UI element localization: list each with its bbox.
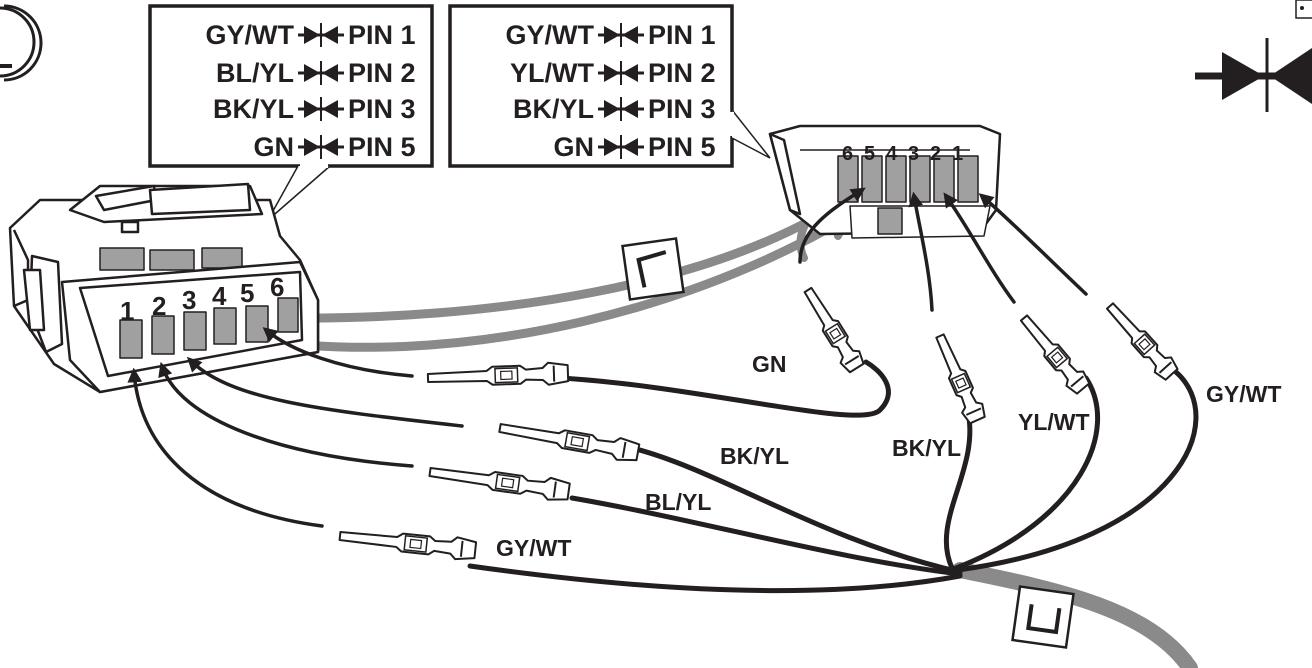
wire-label-gy-wt-right: GY/WT — [1206, 381, 1281, 407]
legend-pin-label: PIN 5 — [348, 132, 416, 162]
right-terminals — [803, 286, 1179, 425]
wire-label-bl-yl: BL/YL — [645, 489, 711, 515]
legend-left-row: GN PIN 5 — [254, 132, 416, 162]
legend-left-row: BL/YL PIN 2 — [216, 58, 416, 88]
legend-left-row: GY/WT PIN 1 — [206, 20, 416, 50]
legend-wire-name: GN — [554, 132, 595, 162]
crimp-terminal — [803, 286, 865, 374]
legend-left-row: BK/YL PIN 3 — [213, 94, 416, 124]
legend-left-rows: GY/WT PIN 1 BL/YL PIN 2 BK/YL PIN 3 GN PIN 5 — [206, 20, 416, 162]
legend-wire-name: GN — [254, 132, 295, 162]
arrow-yl-wt-right — [943, 192, 1016, 304]
legend-right-row: BK/YL PIN 3 — [513, 94, 716, 124]
legend-box-right — [448, 4, 771, 168]
partial-circle-icon — [0, 4, 43, 82]
left-terminals — [338, 361, 641, 561]
arrow-bl-yl-left — [158, 361, 414, 468]
right-pin-number: 1 — [952, 143, 963, 165]
legend-pin-label: PIN 1 — [648, 20, 716, 50]
right-connector-pin-numbers: 6 5 4 3 2 1 — [842, 143, 963, 165]
left-connector — [8, 182, 320, 394]
corner-bracket-icon — [621, 237, 685, 301]
wire-label-gn: GN — [752, 351, 787, 377]
crimp-terminal — [498, 423, 641, 462]
connect-symbol-icon — [598, 23, 644, 47]
connect-symbol-icon — [598, 97, 644, 121]
crimp-terminal — [426, 361, 570, 386]
legend-pin-label: PIN 2 — [348, 58, 416, 88]
legend-right-row: GY/WT PIN 1 — [506, 20, 716, 50]
crimp-terminal — [935, 333, 986, 425]
legend-wire-name: BK/YL — [213, 94, 294, 124]
right-pin-number: 6 — [842, 143, 853, 165]
right-connector — [768, 124, 1002, 239]
connect-symbol-icon — [298, 97, 344, 121]
black-wires — [467, 359, 1199, 594]
connect-symbol-icon — [298, 23, 344, 47]
legend-right-row: YL/WT PIN 2 — [510, 58, 716, 88]
corner-bracket-icon — [1011, 585, 1075, 649]
left-pin-number: 1 — [120, 296, 134, 326]
connect-symbol-icon — [598, 135, 644, 159]
arrow-gy-wt-left — [127, 367, 324, 528]
wire-label-gy-wt-left: GY/WT — [496, 535, 571, 561]
crimp-terminal — [428, 467, 571, 501]
right-pin-number: 3 — [908, 143, 919, 165]
legend-right-rows: GY/WT PIN 1 YL/WT PIN 2 BK/YL PIN 3 GN PIN 5 — [506, 20, 716, 162]
left-pin-number: 2 — [152, 291, 166, 321]
arrow-gy-wt-right — [978, 193, 1088, 296]
legend-wire-name: BL/YL — [216, 58, 294, 88]
left-pin-number: 4 — [212, 281, 227, 311]
left-connector-pin-numbers: 1 2 3 4 5 6 — [120, 272, 284, 326]
connect-symbol-icon — [298, 135, 344, 159]
legend-wire-name: YL/WT — [510, 58, 594, 88]
legend-box-left — [148, 4, 434, 221]
legend-wire-name: GY/WT — [506, 20, 595, 50]
crimp-terminal — [1019, 314, 1091, 395]
legend-pin-label: PIN 1 — [348, 20, 416, 50]
wire-labels: GN BK/YL BL/YL GY/WT BK/YL YL/WT GY/WT — [496, 351, 1281, 561]
legend-right-row: GN PIN 5 — [554, 132, 716, 162]
arrow-bk-yl-right — [908, 191, 934, 312]
arrow-gn-left — [262, 327, 414, 378]
wire-label-bk-yl-right: BK/YL — [892, 435, 961, 461]
right-pin-number: 2 — [930, 143, 941, 165]
wire-label-bk-yl-left: BK/YL — [720, 443, 789, 469]
legend-pin-label: PIN 3 — [648, 94, 716, 124]
legend-pin-label: PIN 2 — [648, 58, 716, 88]
legend-pin-label: PIN 5 — [648, 132, 716, 162]
connect-symbol-icon — [598, 61, 644, 85]
connect-symbol-icon — [298, 61, 344, 85]
legend-wire-name: GY/WT — [206, 20, 295, 50]
left-pin-number: 5 — [240, 278, 254, 308]
legend-pin-label: PIN 3 — [348, 94, 416, 124]
crimp-terminal — [1106, 302, 1179, 381]
right-pin-number: 5 — [864, 143, 875, 165]
right-pin-number: 4 — [886, 143, 898, 165]
insertion-arrows — [127, 187, 1088, 528]
connect-symbol-icon — [1195, 0, 1312, 112]
left-pin-number: 3 — [182, 285, 196, 315]
wire-label-yl-wt: YL/WT — [1018, 409, 1090, 435]
crimp-terminal — [338, 531, 478, 561]
legend-wire-name: BK/YL — [513, 94, 594, 124]
arrow-gn-right — [798, 187, 866, 264]
left-pin-number: 6 — [270, 272, 284, 302]
arrow-bk-yl-left — [186, 356, 464, 428]
